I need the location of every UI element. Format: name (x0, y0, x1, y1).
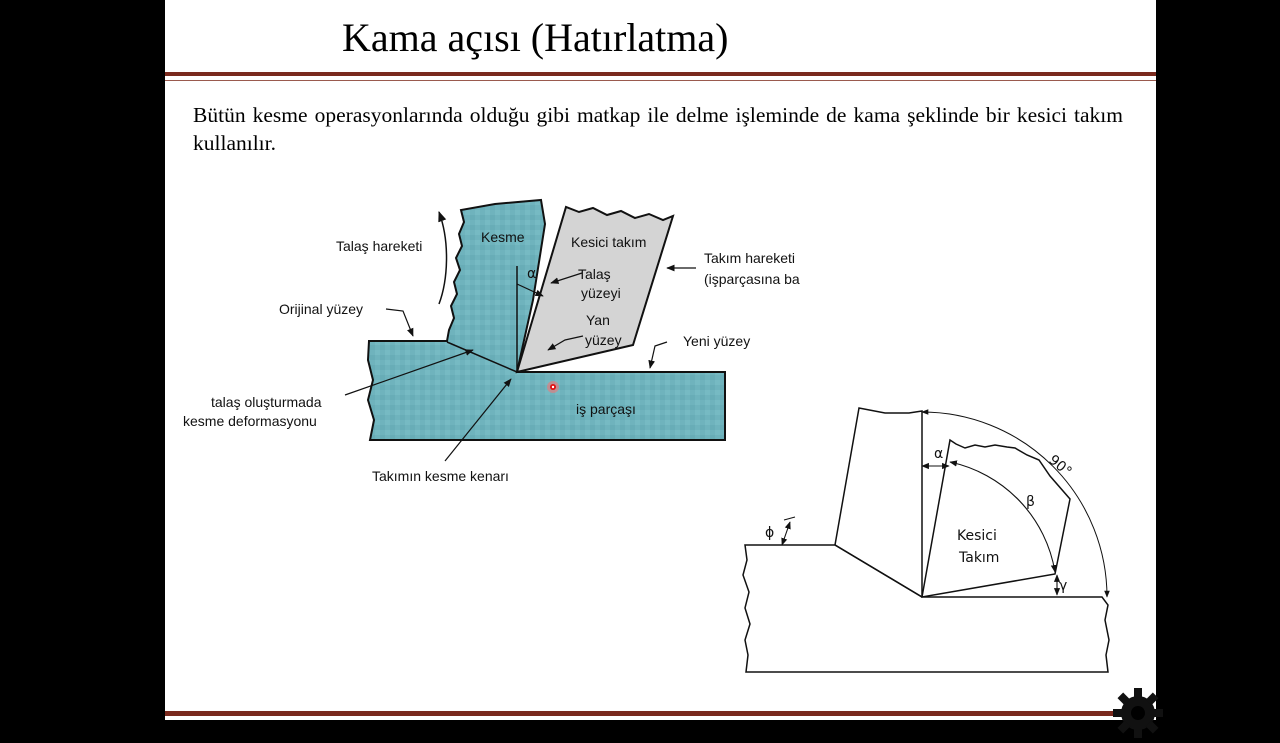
body-text: Bütün kesme operasyonlarında olduğu gibi… (193, 103, 1123, 155)
label-shear-1: talaş oluşturmada (211, 394, 322, 410)
chip-and-workpiece (366, 198, 726, 441)
label-flank-1: Yan (586, 312, 610, 328)
label-tool: Kesici takım (571, 234, 646, 250)
label-beta: β (1026, 494, 1035, 510)
label-new-surface: Yeni yüzey (683, 333, 750, 349)
label-chip-motion: Talaş hareketi (336, 238, 422, 254)
laser-pointer-dot (547, 381, 559, 393)
figures-canvas: Talaş hareketi Kesme Kesici takım α Tala… (183, 198, 1110, 673)
label-alpha-2: α (934, 446, 943, 462)
label-chip: Kesme (481, 229, 525, 245)
title-rule (165, 72, 1156, 76)
label-flank-2: yüzey (585, 332, 622, 348)
slide: Kama açısı (Hatırlatma) Bütün kesme oper… (165, 0, 1156, 720)
tool-angle-diagram (742, 407, 1110, 673)
label-phi: ϕ (765, 525, 774, 541)
label-rake-face-2: yüzeyi (581, 285, 621, 301)
tool-angle-labels: ϕ α β γ 90° Kesici Takım (765, 446, 1075, 594)
label-alpha-1: α (527, 266, 536, 282)
label-cutting-edge: Takımın kesme kenarı (372, 468, 509, 484)
label-shear-2: kesme deformasyonu (183, 413, 317, 429)
label-rake-face-1: Talaş (578, 266, 611, 282)
label-tool-2: Takım (958, 550, 999, 566)
label-gamma: γ (1059, 578, 1067, 594)
title-rule-thin (165, 80, 1156, 81)
slide-title: Kama açısı (Hatırlatma) (342, 15, 729, 60)
label-tool-motion-1: Takım hareketi (704, 250, 795, 266)
label-original-surface: Orijinal yüzey (279, 301, 363, 317)
label-workpiece: iş parçaşı (576, 401, 636, 417)
gear-icon (1113, 688, 1163, 738)
label-tool-motion-2: (işparçasına ba (704, 271, 800, 287)
cutting-diagram: Talaş hareketi Kesme Kesici takım α Tala… (183, 198, 800, 484)
bottom-rule (165, 711, 1156, 716)
cutting-tool (515, 205, 675, 374)
label-tool-1: Kesici (957, 528, 997, 544)
